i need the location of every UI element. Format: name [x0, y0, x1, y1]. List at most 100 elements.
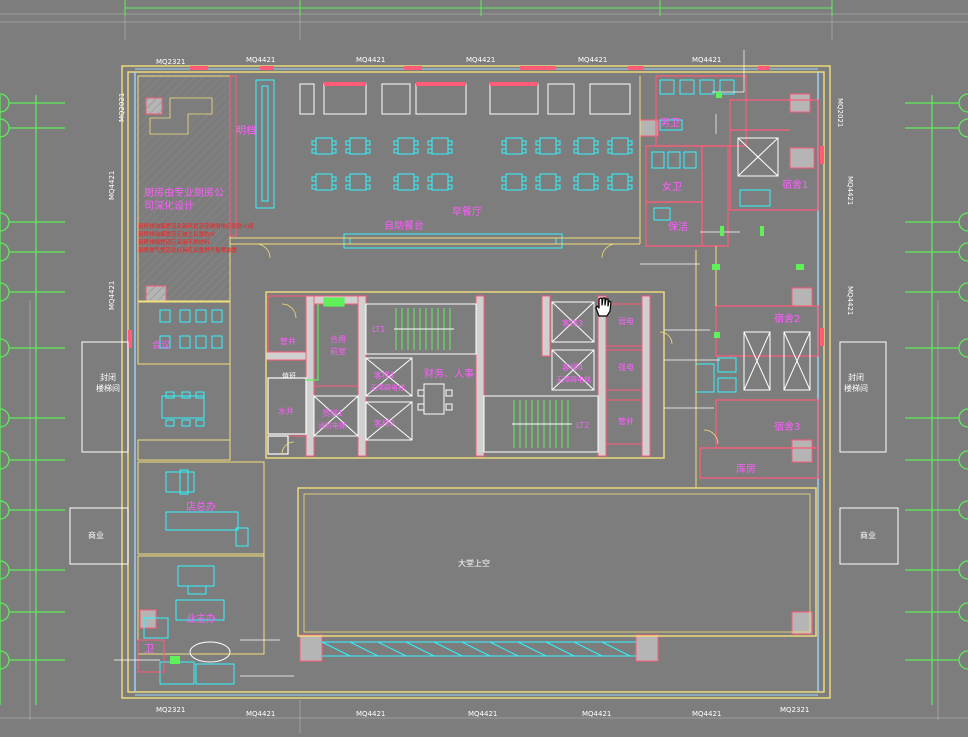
stair-lt2-label: LT2: [576, 421, 589, 430]
dining-chair: [447, 148, 453, 154]
dining-table: [431, 173, 449, 191]
dining-chair: [593, 140, 599, 146]
dining-chair: [521, 184, 527, 190]
finance-desk: [417, 383, 453, 415]
warning-line-3: 厨房排烟管道应采用不燃材料: [138, 238, 210, 246]
stair-lt1: [365, 303, 477, 355]
dining-chair: [627, 184, 633, 190]
dining-chair: [501, 176, 507, 182]
dining-chair: [501, 184, 507, 190]
dining-chair: [535, 176, 541, 182]
lobby-atrium: [297, 487, 817, 637]
dining-chair: [521, 140, 527, 146]
window-tag-top-6: MQ4421: [692, 56, 721, 64]
dining-chair: [573, 140, 579, 146]
office-toilet: [137, 639, 231, 673]
lift1-label: 客梯1: [374, 370, 395, 380]
kitchen-warning-notes: 厨房排油烟管道及新风管道穿越墙体应设防火阀 厨房排油烟管道应独立设置防火 厨房排…: [138, 222, 254, 254]
side-labels: 封闭 楼梯间 封闭 楼梯间 商业 商业 大堂上空 值班: [88, 371, 876, 568]
left-stair-label-1: 封闭: [100, 372, 116, 382]
window-tag-left-2: MQ4421: [108, 171, 116, 200]
water-shaft: [267, 377, 307, 455]
dining-chair: [501, 148, 507, 154]
pipe-well-1-label: 管井: [280, 336, 296, 346]
commerce-left-label: 商业: [88, 530, 104, 540]
dining-chair: [311, 176, 317, 182]
dining-table: [539, 137, 557, 155]
combined-label-2: 前室: [330, 346, 346, 356]
dining-chair: [331, 148, 337, 154]
dining-chair: [365, 148, 371, 154]
dorm-2-3-beds: [743, 331, 811, 391]
window-tag-bottom-6: MQ4421: [692, 710, 721, 718]
green-pipe: [306, 297, 345, 381]
finance-label: 财务、人事: [424, 367, 474, 380]
dining-chair: [607, 140, 613, 146]
dorm1-label: 宿舍1: [782, 178, 808, 191]
dining-table: [397, 137, 415, 155]
dorm2-label: 宿舍2: [774, 312, 800, 325]
dining-chair: [365, 184, 371, 190]
dining-chair: [413, 176, 419, 182]
dorm-2-3: [699, 305, 819, 479]
window-tag-top-1: MQ2321: [156, 58, 185, 66]
window-tag-right-2: MQ4421: [846, 176, 854, 205]
lift3-label: 客梯3: [562, 318, 583, 328]
dining-table: [397, 173, 415, 191]
dining-chair: [521, 148, 527, 154]
stair-lt1-label: LT1: [372, 325, 385, 334]
dining-chair: [311, 148, 317, 154]
left-offices: [137, 364, 265, 655]
dining-table: [505, 137, 523, 155]
window-tag-right-1: MQ2021: [836, 98, 844, 127]
window-tag-bottom-7: MQ2321: [780, 706, 809, 714]
dining-chair: [345, 184, 351, 190]
meeting-tables: [159, 309, 223, 427]
dining-chair: [607, 148, 613, 154]
dining-chair: [535, 184, 541, 190]
stair-lt2: [483, 395, 599, 453]
dining-chair: [331, 140, 337, 146]
dining-chair: [331, 176, 337, 182]
meeting-label: 会议: [152, 339, 170, 351]
window-tag-left-1: MQ2021: [118, 93, 126, 122]
window-tag-bottom-3: MQ4421: [356, 710, 385, 718]
commerce-right-label: 商业: [860, 530, 876, 540]
kitchen-area: [137, 75, 231, 302]
dining-chair: [345, 148, 351, 154]
dining-table: [315, 137, 333, 155]
dining-table: [577, 173, 595, 191]
dining-chair: [535, 140, 541, 146]
kitchen-note-1: 厨房由专业厨房公: [144, 186, 224, 199]
dining-table: [349, 173, 367, 191]
dining-chair: [393, 184, 399, 190]
cleaning-label: 保洁: [668, 220, 688, 233]
dorm-closets: [695, 357, 737, 393]
core-labels: 管井 水井 合用 前室 货梯1 消防电梯 客梯1 无障碍电梯 客梯2 客梯3 客…: [278, 316, 634, 430]
dining-chair: [573, 176, 579, 182]
female-wc-label: 女卫: [662, 180, 682, 193]
window-tag-bottom-5: MQ4421: [582, 710, 611, 718]
window-tag-bottom-4: MQ4421: [468, 710, 497, 718]
dining-table: [611, 137, 629, 155]
dining-chair: [555, 176, 561, 182]
wc-fixtures: [651, 79, 735, 221]
warning-line-2: 厨房排油烟管道应独立设置防火: [138, 230, 216, 238]
dining-chair: [427, 176, 433, 182]
buffet-label: 自助餐台: [384, 219, 424, 232]
dining-chair: [413, 184, 419, 190]
dining-chair: [447, 184, 453, 190]
dining-chair: [521, 176, 527, 182]
fire-lift-note: 消防电梯: [318, 421, 346, 430]
kitchen-note-2: 司深化设计: [144, 199, 194, 212]
dining-chair: [311, 140, 317, 146]
owner-office-label: 业主办: [186, 612, 216, 625]
weak-elec-label: 弱电: [618, 316, 634, 326]
dining-chair: [627, 148, 633, 154]
dining-chair: [393, 176, 399, 182]
dorm3-label: 宿舍3: [774, 420, 800, 433]
green-markers: [170, 92, 804, 664]
breakfast-hall-label: 早餐厅: [452, 205, 482, 218]
wc-block: [645, 75, 747, 247]
